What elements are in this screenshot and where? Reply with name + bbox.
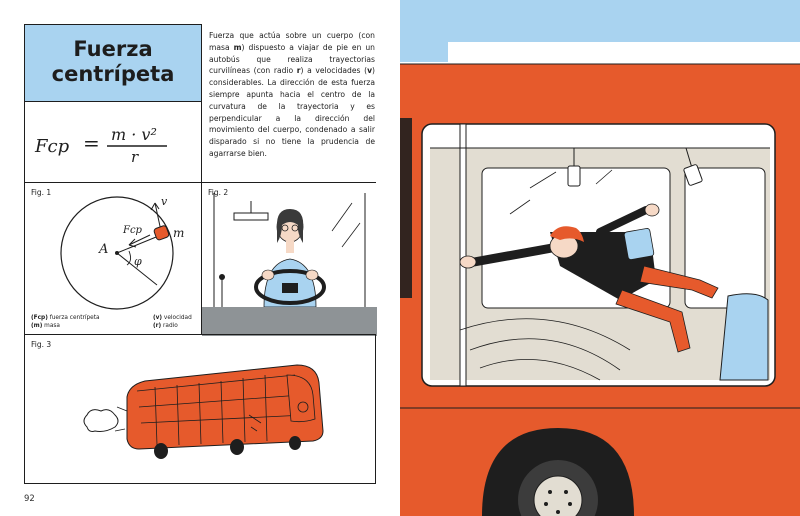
description-variable: m: [233, 42, 242, 52]
fig2-label: Fig. 2: [208, 188, 229, 197]
hand-strap-right: [683, 147, 703, 186]
fig3-box: Fig. 3: [24, 334, 376, 484]
steering-wheel: [254, 269, 326, 305]
dust-cloud: [83, 409, 119, 432]
fig1-label: Fig. 1: [31, 188, 52, 197]
interior-window-right: [684, 167, 766, 309]
velocity-arrow: [154, 202, 162, 232]
fig1-diagram: A φ Fcp m v: [60, 195, 184, 310]
fig3-label: Fig. 3: [31, 340, 52, 349]
description-text: Fuerza que actúa sobre un cuerpo (con ma…: [209, 30, 375, 160]
trajectory-circle: [60, 196, 174, 310]
velocity-arrowhead: [150, 202, 160, 211]
fig2-box: Fig. 2: [201, 182, 377, 336]
legend-right: (v) velocidad (r) radio: [153, 315, 192, 330]
legend-item-radius: (r) radio: [153, 322, 178, 329]
center-point: [115, 251, 119, 255]
formula-equals: =: [83, 131, 100, 155]
description-variable: v: [367, 66, 373, 76]
side-frame: [400, 118, 412, 298]
seat: [719, 293, 769, 381]
title-box: Fuerza centrípeta: [24, 24, 202, 102]
rearview-mirror: [233, 212, 269, 221]
mass-label: m: [173, 226, 184, 240]
angle-arc: [126, 250, 132, 266]
velocity-label: v: [161, 195, 168, 208]
force-arrowhead: [128, 238, 137, 248]
legend-item-velocity: (v) velocidad: [153, 315, 192, 321]
description-segment: Fuerza que actúa sobre un cuerpo (con ma…: [209, 31, 375, 52]
description-variable: r: [296, 66, 301, 76]
page-number: 92: [24, 494, 35, 504]
handrail-pole: [459, 123, 467, 387]
reference-line: [116, 252, 158, 286]
force-arrow: [128, 234, 151, 246]
radius-line: [116, 234, 162, 254]
legend-item-force: (Fcp) fuerza centrípeta: [31, 315, 100, 321]
description-segment: ) considerables. La dirección de esta fu…: [209, 66, 375, 158]
bus-window-scene: [400, 0, 800, 516]
flying-passenger: [459, 203, 719, 353]
dashboard: [202, 307, 377, 336]
description-segment: ) dispuesto a viajar de pie en un autobú…: [209, 42, 375, 76]
left-page: Fuerza centrípeta Fcp = m · v² r Fuerza …: [24, 24, 377, 504]
formula-numerator: m · v²: [111, 125, 157, 144]
hand-strap-left: [567, 148, 581, 187]
mass-icon: [153, 225, 170, 241]
legend-item-mass: (m) masa: [31, 322, 60, 329]
formula-denominator: r: [131, 148, 139, 166]
description-segment: ) a velocidades (: [300, 66, 368, 76]
bus-tilted: [126, 364, 324, 459]
right-page-illustration: [400, 0, 800, 516]
page-title: Fuerza centrípeta: [51, 37, 175, 86]
formula-lhs: Fcp: [34, 136, 70, 157]
formula-graphic: Fcp = m · v² r: [34, 125, 167, 166]
point-a-label: A: [98, 242, 108, 257]
fig3-bus-illustration: [83, 364, 324, 459]
force-label: Fcp: [122, 225, 143, 236]
fig1-box: Fig. 1 A φ Fcp m v (Fcp) fuerza centrípe…: [24, 182, 202, 335]
fig2-driver-illustration: [202, 183, 377, 336]
formula-box: Fcp = m · v² r: [24, 101, 202, 183]
angle-label: φ: [134, 255, 142, 268]
hubcap: [533, 475, 583, 516]
legend-left: (Fcp) fuerza centrípeta (m) masa: [31, 315, 100, 330]
